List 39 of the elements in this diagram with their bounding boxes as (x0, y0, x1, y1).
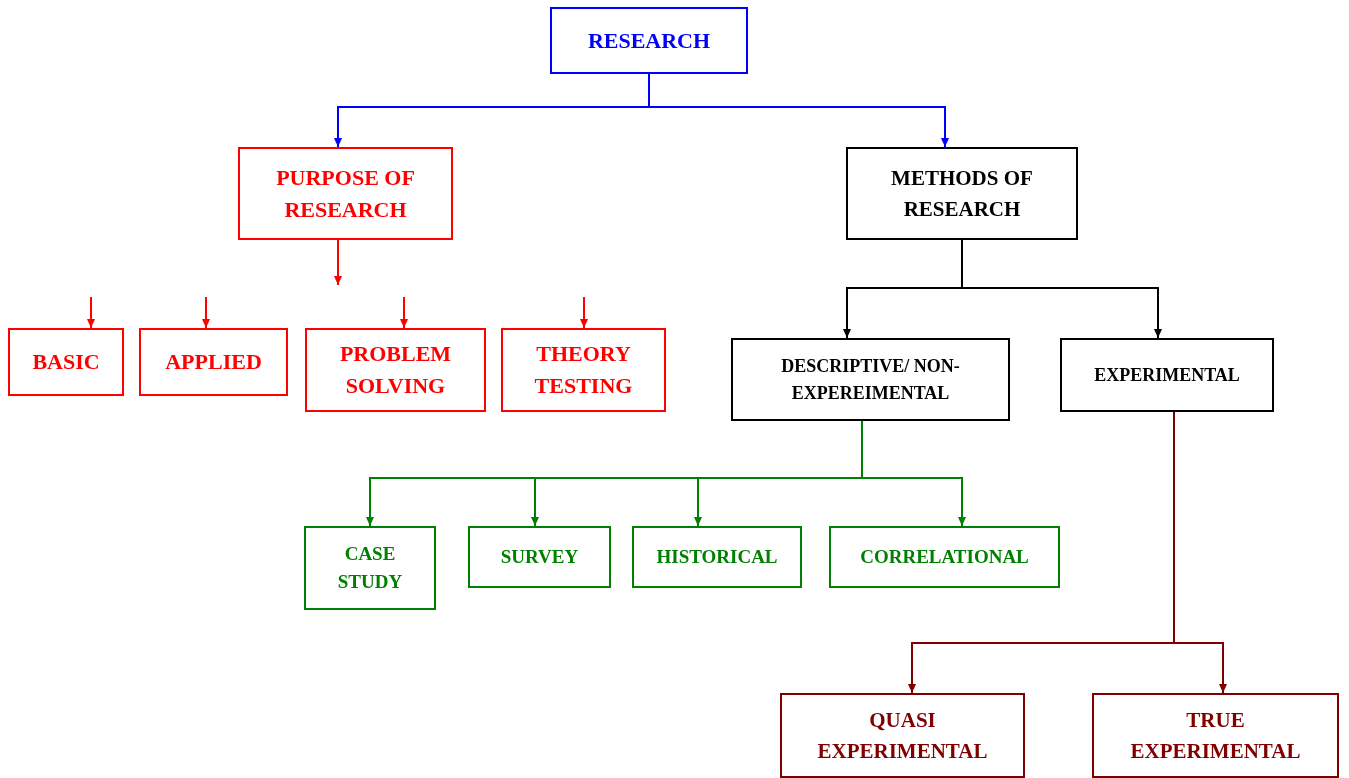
connector-arrow (580, 296, 588, 329)
box-label: CORRELATIONAL (860, 545, 1029, 570)
box-label: APPLIED (165, 348, 262, 377)
box-label: BASIC (32, 348, 100, 377)
process-box (1092, 693, 1339, 778)
box-label: DESCRIPTIVE/ NON-EXPEREIMENTAL (780, 355, 961, 405)
process-box (468, 526, 611, 588)
process-box (632, 526, 802, 588)
box-label: EXPERIMENTAL (1094, 363, 1240, 387)
box-label: SURVEY (500, 545, 579, 570)
box-label: TRUE EXPERIMENTAL (1129, 707, 1302, 765)
box-label: THEORY TESTING (533, 340, 634, 400)
process-box (139, 328, 288, 396)
box-label: METHODS OF RESEARCH (890, 165, 1034, 223)
process-box (1060, 338, 1274, 412)
box-label: PROBLEM SOLVING (338, 340, 453, 400)
connector-arrow (961, 239, 1162, 339)
box-label: HISTORICAL (656, 545, 778, 570)
process-box (731, 338, 1010, 421)
process-box (304, 526, 436, 610)
connector-arrow (1173, 411, 1227, 694)
box-label: QUASI EXPERIMENTAL (816, 707, 989, 765)
process-box (780, 693, 1025, 778)
box-label: PURPOSE OF RESEARCH (275, 163, 416, 224)
connector-arrow (87, 296, 95, 329)
connector-arrow (202, 296, 210, 329)
process-box (501, 328, 666, 412)
process-box (846, 147, 1078, 240)
box-label: RESEARCH (587, 26, 711, 55)
process-box (550, 7, 748, 74)
process-box (829, 526, 1060, 588)
connector-arrow (861, 420, 966, 527)
process-box (305, 328, 486, 412)
box-label: CASE STUDY (336, 542, 404, 594)
connector-arrow (334, 239, 342, 286)
process-box (238, 147, 453, 240)
connector-arrow (648, 73, 949, 148)
connector-arrow (400, 296, 408, 329)
process-box (8, 328, 124, 396)
